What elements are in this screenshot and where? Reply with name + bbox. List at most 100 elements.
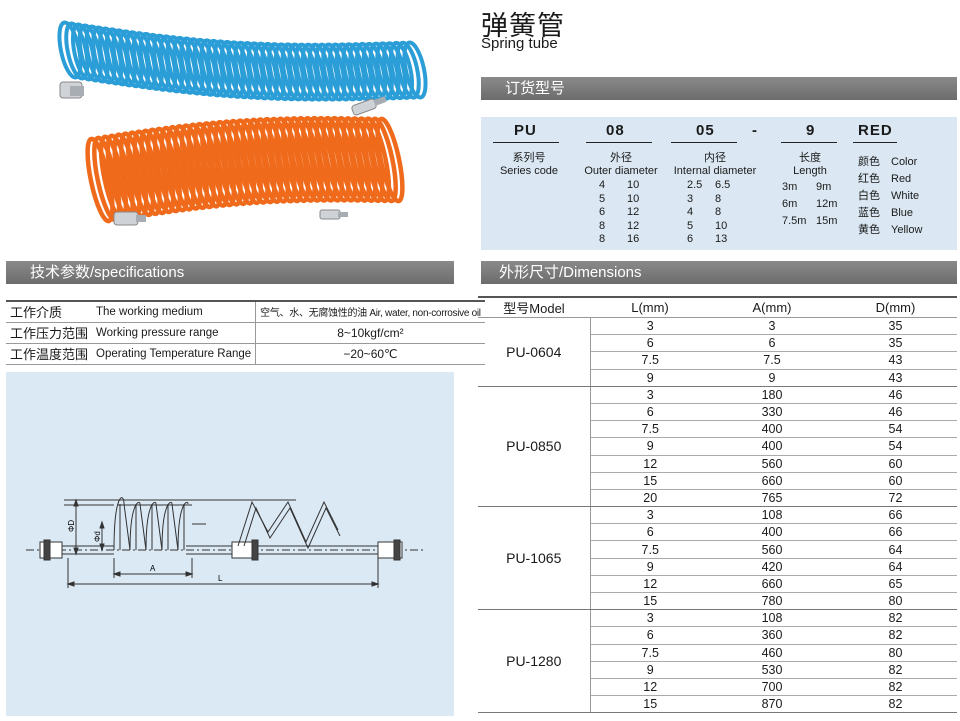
coil-loop — [348, 42, 374, 102]
underline-length — [781, 142, 837, 143]
coil-loop — [388, 40, 415, 100]
a-cell: 108 — [710, 506, 834, 525]
col-model: 型号Model — [478, 296, 590, 318]
drawing-coil — [113, 497, 189, 551]
d-cell: 43 — [834, 351, 957, 370]
col-length: L(mm) — [590, 296, 710, 318]
code-length: 9 — [806, 122, 816, 139]
coil-loop — [179, 123, 210, 211]
coil-loop — [125, 130, 156, 218]
coil-loop — [341, 42, 367, 102]
code-inner: 05 — [696, 122, 715, 139]
spec-row-pressure: 工作压力范围 Working pressure range 8~10kgf/cm… — [6, 322, 485, 344]
a-cell: 780 — [710, 592, 834, 611]
blue-left-fitting — [59, 81, 84, 99]
d-cell: 43 — [834, 369, 957, 387]
a-cell: 6 — [710, 334, 834, 353]
a-cell: 700 — [710, 678, 834, 697]
length-cell: 7.5 — [590, 420, 710, 439]
coil-loop — [166, 124, 196, 212]
length-cell: 6 — [590, 403, 710, 422]
length-cell: 9 — [590, 437, 710, 456]
coil-loop — [152, 126, 183, 214]
a-cell: 460 — [710, 644, 834, 662]
d-cell: 64 — [834, 558, 957, 576]
coil-loop — [132, 129, 162, 217]
a-cell: 660 — [710, 472, 834, 490]
length-cell: 9 — [590, 661, 710, 679]
a-cell: 9 — [710, 369, 834, 387]
coil-loop — [395, 40, 421, 100]
coil-loop — [382, 41, 408, 101]
length-cell: 3 — [590, 609, 710, 628]
underline-outer — [586, 142, 652, 143]
spring-tube-photo — [57, 20, 428, 226]
d-cell: 60 — [834, 472, 957, 490]
a-cell: 360 — [710, 626, 834, 645]
spec-row-temperature: 工作温度范围 Operating Temperature Range −20~6… — [6, 343, 485, 365]
length-cell: 12 — [590, 678, 710, 697]
underline-color — [853, 142, 897, 143]
length-cell: 20 — [590, 489, 710, 508]
coil-loop — [368, 116, 398, 204]
d-cell: 82 — [834, 661, 957, 679]
d-cell: 66 — [834, 506, 957, 525]
length-cell: 12 — [590, 455, 710, 473]
page-title-en: Spring tube — [481, 35, 558, 52]
d-cell: 46 — [834, 386, 957, 404]
specifications-header: 技术参数/specifications — [6, 261, 454, 284]
label-phi-d-outer: ΦD — [67, 520, 76, 532]
label-a: A — [150, 564, 156, 573]
a-cell: 560 — [710, 455, 834, 473]
spec-row-medium: 工作介质 The working medium 空气、水、无腐蚀性的油 Air,… — [6, 300, 485, 323]
coil-loop — [328, 42, 354, 102]
a-cell: 7.5 — [710, 351, 834, 370]
drawing-stretched-coil — [237, 500, 339, 547]
code-series: PU — [514, 122, 537, 139]
length-cell: 3 — [590, 386, 710, 404]
a-cell: 660 — [710, 575, 834, 594]
col-a: A(mm) — [710, 296, 834, 318]
model-cell: PU-0850 — [478, 386, 591, 508]
d-cell: 82 — [834, 626, 957, 645]
a-cell: 400 — [710, 523, 834, 542]
length-cell: 6 — [590, 334, 710, 353]
coil-loop — [159, 125, 189, 213]
drawing-middle-nut — [251, 539, 259, 561]
length-cell: 15 — [590, 695, 710, 714]
d-cell: 46 — [834, 403, 957, 422]
page-title-cn: 弹簧管 — [481, 11, 565, 42]
drawing-left-nut — [43, 539, 51, 561]
coil-loop — [368, 41, 394, 101]
drawing-right-nut — [393, 539, 401, 561]
d-cell: 35 — [834, 317, 957, 336]
